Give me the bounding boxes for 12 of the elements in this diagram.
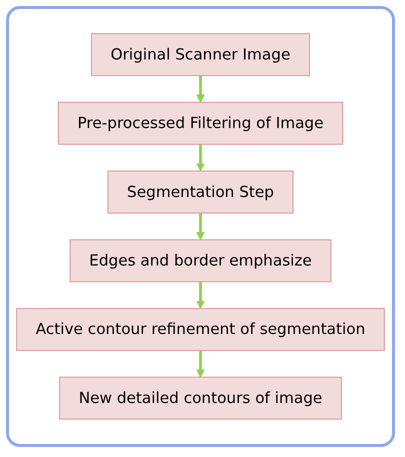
arrow — [196, 144, 205, 172]
node-box — [58, 102, 344, 145]
frame-border: Original Scanner Image Pre-processed Filtering of Image Segmentation Step Edges and border emphasize Active contour refinement of segmentation New detailed contours of image — [6, 6, 395, 447]
arrow — [196, 350, 205, 378]
arrow — [196, 282, 205, 309]
node-box — [91, 33, 310, 76]
arrow — [196, 76, 205, 103]
node-box — [16, 308, 385, 352]
node-box — [107, 170, 294, 214]
node-box — [59, 376, 342, 420]
node-box — [70, 239, 332, 282]
arrow — [196, 213, 205, 240]
